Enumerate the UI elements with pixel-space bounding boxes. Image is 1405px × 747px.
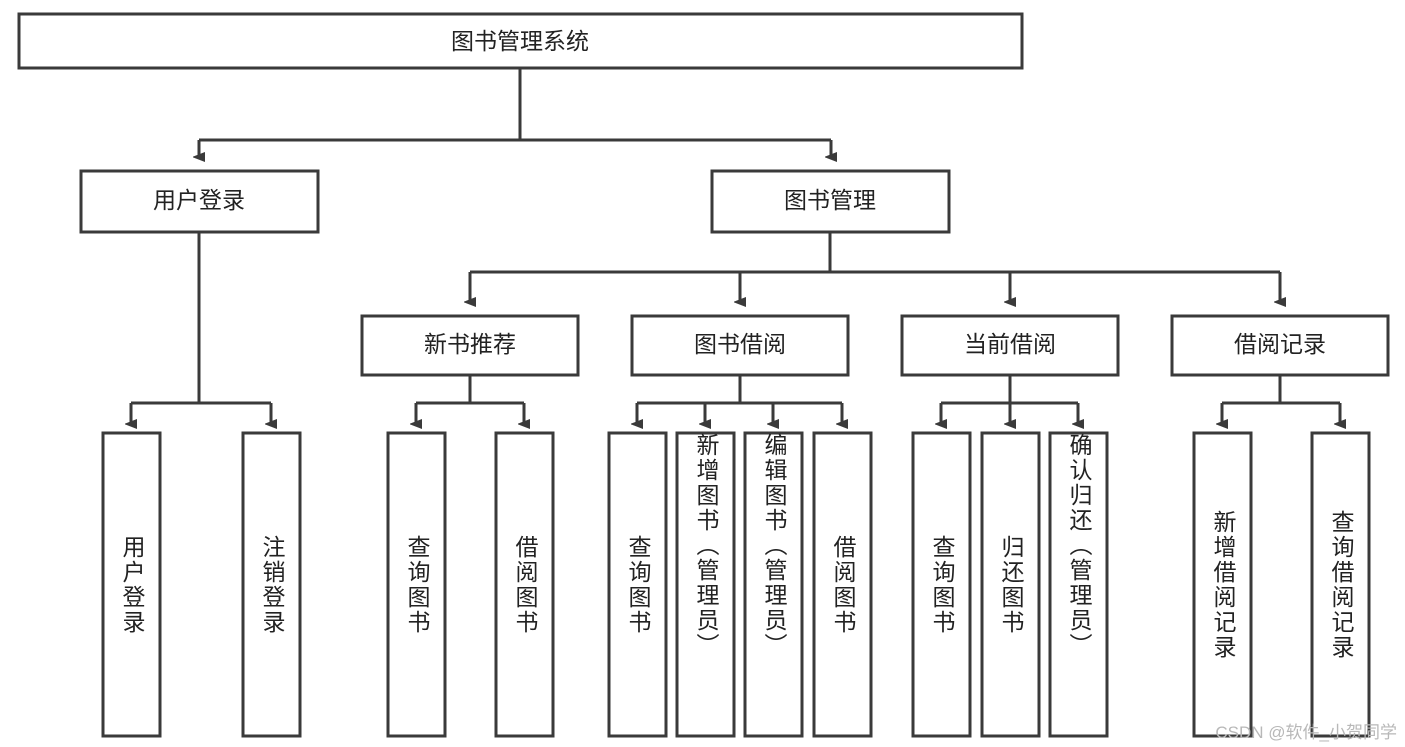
csdn-watermark: CSDN @软件_小贺同学 [1215, 723, 1397, 742]
node-root-label: 图书管理系统 [451, 28, 589, 54]
node-user-login[interactable]: 用户登录 [79, 169, 320, 234]
connector-root-to-level2 [199, 68, 831, 156]
node-current-borrow-label: 当前借阅 [964, 331, 1056, 357]
leaf-box-logout-login[interactable] [241, 431, 302, 738]
node-root[interactable]: 图书管理系统 [17, 12, 1024, 70]
node-new-book-recommend[interactable]: 新书推荐 [360, 314, 580, 377]
leaf-box-query-book-1[interactable] [386, 431, 447, 738]
leaf-box-query-book-2[interactable] [607, 431, 668, 738]
leaf-box-query-record[interactable] [1310, 431, 1371, 738]
connector-book-borrow-to-leaves [637, 375, 842, 423]
leaf-box-return-book[interactable] [980, 431, 1041, 738]
leaf-box-borrow-book-1[interactable] [494, 431, 555, 738]
connector-user-login-to-leaves [131, 232, 271, 423]
node-new-book-recommend-label: 新书推荐 [424, 331, 516, 357]
node-book-manage-label: 图书管理 [784, 187, 876, 213]
node-borrow-record[interactable]: 借阅记录 [1170, 314, 1390, 377]
node-borrow-record-label: 借阅记录 [1234, 331, 1326, 357]
leaf-box-edit-book[interactable] [743, 431, 804, 738]
leaf-box-add-book[interactable] [675, 431, 736, 738]
node-book-manage[interactable]: 图书管理 [710, 169, 951, 234]
leaf-box-confirm-return[interactable] [1048, 431, 1109, 738]
leaf-box-user-login[interactable] [101, 431, 162, 738]
connector-current-borrow-to-leaves [941, 375, 1078, 423]
connector-new-book-recommend-to-leaves [416, 375, 524, 423]
leaf-box-borrow-book-2[interactable] [812, 431, 873, 738]
leaf-box-add-record[interactable] [1192, 431, 1253, 738]
node-current-borrow[interactable]: 当前借阅 [900, 314, 1120, 377]
connector-borrow-record-to-leaves [1222, 375, 1340, 423]
connector-book-manage-to-level3 [470, 232, 1280, 301]
node-user-login-label: 用户登录 [153, 187, 245, 213]
leaf-box-query-book-3[interactable] [911, 431, 972, 738]
node-book-borrow[interactable]: 图书借阅 [630, 314, 850, 377]
node-book-borrow-label: 图书借阅 [694, 331, 786, 357]
